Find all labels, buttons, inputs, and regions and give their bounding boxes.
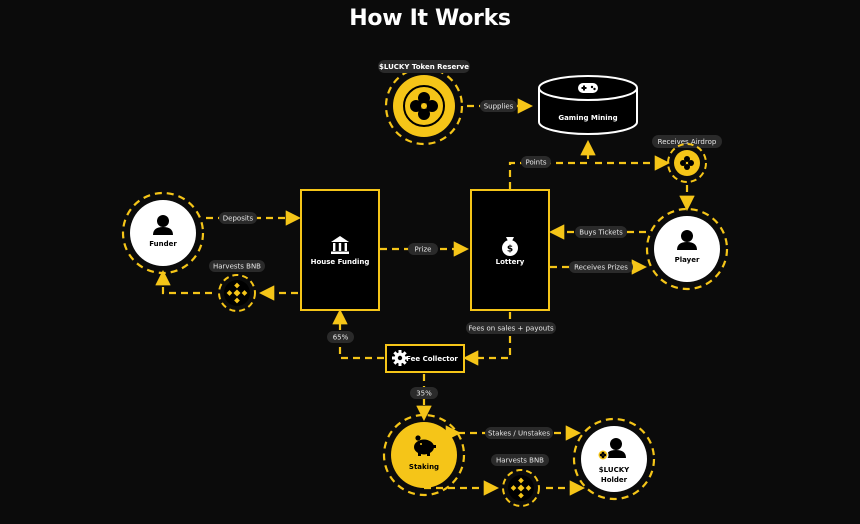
fee-collector-node: Fee Collector — [385, 344, 465, 373]
pill-deposits: Deposits — [219, 212, 257, 224]
pill-prize: Prize — [408, 243, 438, 255]
receives-airdrop-label: Receives Airdrop — [658, 138, 717, 146]
page-title: How It Works — [349, 6, 511, 31]
svg-text:Buys Tickets: Buys Tickets — [579, 229, 623, 237]
edge-harvest-to-funder — [155, 269, 212, 295]
svg-text:Stakes / Unstakes: Stakes / Unstakes — [488, 430, 550, 438]
funder-label: Funder — [149, 240, 177, 248]
bank-icon — [331, 236, 349, 254]
svg-text:$: $ — [507, 245, 513, 255]
user-icon — [606, 438, 626, 458]
money-bag-icon: $ — [502, 237, 518, 256]
fee-collector-label: Fee Collector — [406, 355, 458, 363]
gear-icon — [392, 350, 408, 366]
pill-supplies: Supplies — [480, 100, 517, 112]
svg-text:Prize: Prize — [415, 246, 432, 254]
clover-token-icon — [403, 85, 445, 127]
clover-token-icon — [680, 156, 694, 170]
token-reserve-label: $LUCKY Token Reserve — [379, 63, 469, 71]
holder-label-line2: Holder — [601, 476, 628, 484]
lottery-node: $ Lottery — [470, 189, 550, 311]
pill-35: 35% — [410, 387, 438, 399]
staking-node: Staking — [382, 413, 466, 497]
pill-harvests-bnb-left: Harvests BNB — [209, 260, 265, 272]
holder-label-line1: $LUCKY — [599, 466, 630, 474]
house-funding-label: House Funding — [311, 258, 370, 266]
pill-fees: Fees on sales + payouts — [466, 322, 556, 334]
svg-text:Harvests BNB: Harvests BNB — [213, 263, 261, 271]
gamepad-icon — [578, 83, 598, 93]
svg-text:35%: 35% — [416, 390, 432, 398]
svg-text:Fees on sales + payouts: Fees on sales + payouts — [468, 325, 554, 333]
pill-stakes-unstakes: Stakes / Unstakes — [485, 427, 553, 439]
pill-points: Points — [521, 156, 551, 168]
svg-text:Supplies: Supplies — [484, 103, 514, 111]
clover-token-icon — [597, 449, 609, 461]
user-icon — [677, 230, 697, 250]
bnb-bottom-node — [502, 469, 540, 507]
edge-65 — [332, 308, 384, 360]
user-icon — [153, 215, 173, 235]
token-reserve-node: $LUCKY Token Reserve — [378, 60, 470, 146]
connectors — [155, 98, 695, 496]
house-funding-node: House Funding — [300, 189, 380, 311]
svg-text:Points: Points — [525, 159, 546, 167]
pill-65: 65% — [327, 331, 354, 343]
pill-harvests-bnb-bottom: Harvests BNB — [491, 454, 549, 466]
edge-labels: Supplies Points Deposits Prize Buys Tick… — [209, 100, 633, 466]
airdrop-node: Receives Airdrop — [652, 135, 722, 183]
piggy-bank-icon — [414, 435, 436, 456]
staking-label: Staking — [409, 463, 439, 471]
gaming-mining-node: Gaming Mining — [538, 75, 638, 135]
funder-node: Funder — [121, 191, 205, 275]
svg-text:65%: 65% — [333, 334, 349, 342]
player-label: Player — [675, 256, 700, 264]
holder-node: $LUCKY Holder — [572, 417, 656, 501]
svg-text:Receives Prizes: Receives Prizes — [574, 264, 628, 272]
player-node: Player — [645, 207, 729, 291]
bnb-left-node — [218, 274, 256, 312]
bnb-icon — [510, 477, 532, 499]
pill-buys-tickets: Buys Tickets — [575, 226, 627, 238]
svg-text:Harvests BNB: Harvests BNB — [496, 457, 544, 465]
svg-text:Deposits: Deposits — [223, 215, 254, 223]
pill-receives-prizes: Receives Prizes — [569, 261, 633, 273]
gaming-mining-label: Gaming Mining — [558, 114, 617, 122]
edge-fees — [462, 312, 512, 366]
lottery-label: Lottery — [496, 258, 525, 266]
